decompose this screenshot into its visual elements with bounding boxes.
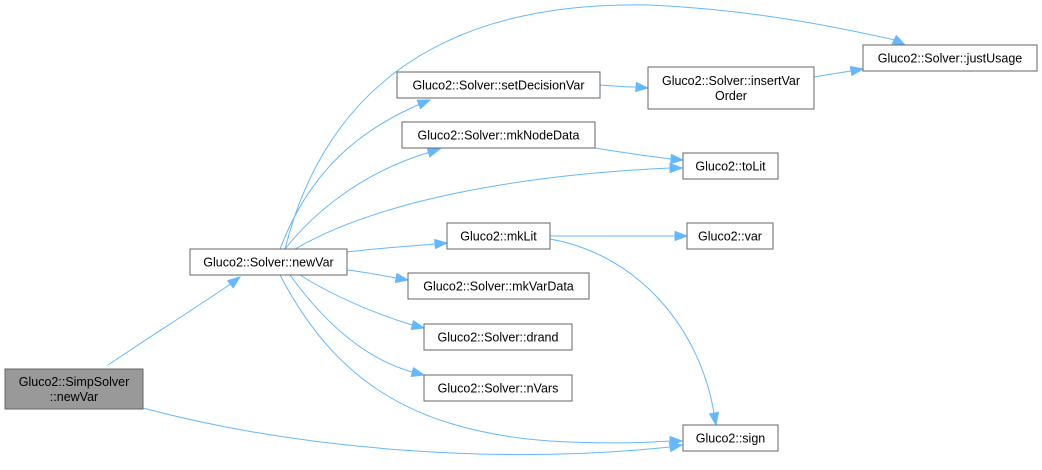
node-label: Gluco2::Solver::justUsage xyxy=(878,52,1023,66)
edge-line xyxy=(594,147,672,160)
edge-line xyxy=(142,407,671,455)
edge-line xyxy=(549,238,715,414)
edge-line xyxy=(279,274,671,444)
node-label: ::newVar xyxy=(50,390,98,404)
edge-line xyxy=(294,167,671,250)
node-box xyxy=(862,44,1038,72)
node-nVars[interactable]: Gluco2::Solver::nVars xyxy=(423,374,573,402)
node-label: Gluco2::Solver::nVars xyxy=(438,382,559,396)
node-box xyxy=(647,66,815,110)
edge-setDecisionVar-to-insertVarOrder xyxy=(599,81,650,93)
node-drand[interactable]: Gluco2::Solver::drand xyxy=(423,323,573,351)
arrowhead-icon xyxy=(226,276,242,289)
node-var[interactable]: Gluco2::var xyxy=(686,222,774,250)
arrowhead-icon xyxy=(635,81,650,93)
edge-mkNodeData-to-toLit xyxy=(594,147,685,165)
node-sign[interactable]: Gluco2::sign xyxy=(682,424,779,452)
arrowhead-icon xyxy=(669,162,684,174)
node-box xyxy=(686,222,774,250)
node-box xyxy=(396,71,601,99)
edge-line xyxy=(346,243,436,253)
node-mkVarData[interactable]: Gluco2::Solver::mkVarData xyxy=(407,272,590,300)
node-box xyxy=(401,121,596,149)
arrowhead-icon xyxy=(669,435,684,447)
node-box xyxy=(189,248,348,276)
edge-newVar-to-mkNodeData xyxy=(284,147,442,250)
edge-simp_newVar-to-sign xyxy=(142,407,684,455)
node-label: Gluco2::Solver::newVar xyxy=(203,256,333,270)
node-label: Order xyxy=(715,89,747,103)
node-label: Gluco2::mkLit xyxy=(460,230,537,244)
edge-line xyxy=(284,151,431,250)
edge-line xyxy=(346,269,397,279)
node-toLit[interactable]: Gluco2::toLit xyxy=(682,152,779,180)
node-box xyxy=(446,222,551,250)
edge-line xyxy=(107,282,233,366)
node-justUsage[interactable]: Gluco2::Solver::justUsage xyxy=(862,44,1038,72)
edge-newVar-to-setDecisionVar xyxy=(279,99,432,250)
edge-line xyxy=(289,274,413,373)
edge-mkLit-to-sign xyxy=(549,238,720,427)
node-mkLit[interactable]: Gluco2::mkLit xyxy=(446,222,551,250)
edge-newVar-to-drand xyxy=(299,274,426,331)
edge-line xyxy=(599,84,637,88)
arrowhead-icon xyxy=(434,238,449,250)
edge-newVar-to-justUsage xyxy=(284,4,907,250)
node-label: Gluco2::sign xyxy=(696,432,766,446)
edge-line xyxy=(813,70,852,78)
node-simp_newVar: Gluco2::SimpSolver::newVar xyxy=(4,368,144,410)
edge-line xyxy=(284,4,896,250)
node-label: Gluco2::Solver::mkVarData xyxy=(423,280,574,294)
edge-line xyxy=(279,103,421,250)
node-box xyxy=(407,272,590,300)
node-label: Gluco2::Solver::setDecisionVar xyxy=(412,79,584,93)
edge-line xyxy=(299,274,413,326)
arrowhead-icon xyxy=(670,153,685,165)
edge-simp_newVar-to-newVar xyxy=(107,276,242,366)
node-label: Gluco2::var xyxy=(698,230,762,244)
arrowhead-icon xyxy=(891,34,907,46)
node-box xyxy=(423,323,573,351)
node-setDecisionVar[interactable]: Gluco2::Solver::setDecisionVar xyxy=(396,71,601,99)
node-label: Gluco2::Solver::insertVar xyxy=(662,74,800,88)
arrowhead-icon xyxy=(394,272,410,284)
arrowhead-icon xyxy=(708,411,720,427)
arrowhead-icon xyxy=(674,230,689,242)
node-label: Gluco2::SimpSolver xyxy=(19,375,129,389)
edge-newVar-to-toLit xyxy=(294,162,684,250)
edge-newVar-to-nVars xyxy=(289,274,426,378)
edge-mkLit-to-var xyxy=(550,230,689,242)
arrowhead-icon xyxy=(410,366,426,378)
arrowhead-icon xyxy=(410,319,426,331)
edge-newVar-to-mkVarData xyxy=(346,269,410,284)
node-label: Gluco2::toLit xyxy=(695,160,766,174)
node-label: Gluco2::Solver::drand xyxy=(438,331,559,345)
node-newVar[interactable]: Gluco2::Solver::newVar xyxy=(189,248,348,276)
arrowhead-icon xyxy=(426,147,442,158)
node-box xyxy=(682,424,779,452)
node-box xyxy=(682,152,779,180)
node-box xyxy=(423,374,573,402)
edge-newVar-to-mkLit xyxy=(346,238,449,253)
node-mkNodeData[interactable]: Gluco2::Solver::mkNodeData xyxy=(401,121,596,149)
edge-newVar-to-sign xyxy=(279,274,684,447)
edge-insertVarOrder-to-justUsage xyxy=(813,65,865,78)
arrowhead-icon xyxy=(416,99,432,110)
node-box xyxy=(4,368,144,410)
node-label: Gluco2::Solver::mkNodeData xyxy=(418,129,580,143)
arrowhead-icon xyxy=(849,65,865,77)
